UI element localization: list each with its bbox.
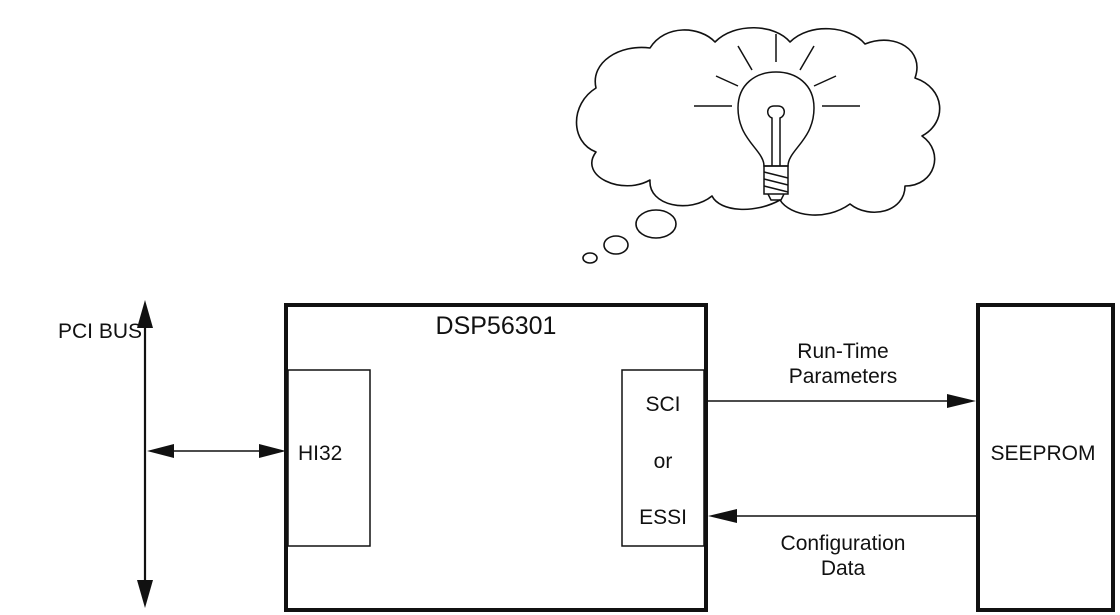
light-bulb-icon [694, 34, 860, 201]
pci-hi32-arrow [147, 444, 286, 458]
thought-bubble-large [635, 209, 677, 239]
hi32-label: HI32 [298, 442, 342, 465]
config-label-line1: Configuration [781, 532, 906, 555]
thought-cloud-icon [575, 26, 941, 264]
dsp56301-block [284, 303, 708, 612]
pci-bus-label: PCI BUS [58, 320, 142, 343]
pci-bus-arrowhead-down [137, 580, 153, 608]
sci-essi-block [621, 369, 705, 547]
config-label-line2: Data [821, 557, 866, 580]
runtime-parameters-arrow [706, 394, 976, 408]
seeprom-label: SEEPROM [990, 442, 1095, 465]
dsp56301-label: DSP56301 [436, 312, 557, 340]
configuration-data-arrow [708, 509, 976, 523]
pci-bus-arrowhead-up [137, 300, 153, 328]
thought-bubble-medium [603, 235, 629, 255]
sci-label: SCI [645, 393, 680, 416]
runtime-label-line2: Parameters [789, 365, 898, 388]
essi-label: ESSI [639, 506, 687, 529]
thought-bubble-small [582, 252, 598, 264]
or-label: or [654, 450, 673, 473]
runtime-label-line1: Run-Time [797, 340, 888, 363]
hi32-block [287, 369, 371, 547]
seeprom-block [976, 303, 1115, 612]
pci-bus-line [137, 300, 153, 608]
